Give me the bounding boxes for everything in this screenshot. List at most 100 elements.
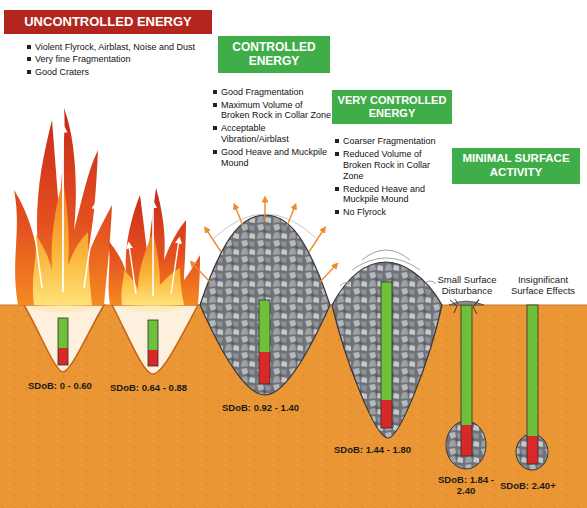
broken-rock [200, 215, 330, 395]
bullet-marker [213, 126, 217, 130]
borehole [58, 282, 538, 464]
borehole [527, 305, 538, 464]
borehole [259, 352, 270, 384]
heave-arrow [192, 263, 210, 282]
borehole [527, 305, 538, 436]
bullet-marker [335, 152, 339, 156]
flyrock-arrow [171, 240, 179, 294]
borehole [58, 348, 68, 365]
flyrock-arrow [152, 204, 154, 296]
crater [24, 305, 104, 372]
bullet-marker [27, 45, 31, 49]
heave-arrow [320, 265, 336, 282]
bullet-text: Reduced Heave and Muckpile Mound [343, 184, 425, 205]
sdob-range: SDoB: 0.92 - 1.40 [222, 402, 299, 413]
heave-arrow [287, 206, 295, 226]
flame [14, 108, 112, 305]
heave-arrow [192, 199, 336, 282]
airblast-wave [340, 250, 436, 286]
borehole [58, 318, 68, 365]
broken-rock [332, 262, 442, 438]
flyrock-arrow [62, 128, 64, 292]
surface-note: Insignificant Surface Effects [503, 274, 583, 297]
bullet-text: Good Fragmentation [221, 87, 304, 97]
borehole [381, 282, 392, 400]
bullet-item: Acceptable Vibration/Airblast [212, 123, 332, 145]
airblast-wave [424, 281, 436, 284]
borehole [148, 320, 158, 366]
bullet-text: Violent Flyrock, Airblast, Noise and Dus… [35, 42, 195, 52]
flame [14, 108, 200, 314]
bullet-marker [335, 187, 339, 191]
bullet-marker [335, 210, 339, 214]
heave-arrow [264, 199, 265, 221]
sdob-range: SDoB: 0.64 - 0.88 [110, 382, 187, 393]
bullet-item: Reduced Heave and Muckpile Mound [334, 184, 448, 206]
borehole [461, 305, 472, 425]
borehole [381, 400, 392, 428]
bullet-marker [213, 150, 217, 154]
sdob-range: SDoB: 1.84 - 2.40 [434, 474, 498, 497]
bullet-item: Reduced Volume of Broken Rock in Collar … [334, 149, 448, 181]
flyrock-arrow [129, 245, 136, 294]
bullet-item: Violent Flyrock, Airblast, Noise and Dus… [26, 42, 208, 53]
heading-text: VERY CONTROLLED ENERGY [335, 94, 449, 120]
heading-text: CONTROLLED ENERGY [221, 40, 327, 69]
bullet-item: Coarser Fragmentation [334, 136, 448, 147]
borehole [527, 436, 538, 464]
bullet-item: Good Craters [26, 67, 208, 78]
broken-rock [446, 421, 486, 469]
borehole [58, 318, 68, 348]
bullet-marker [335, 139, 339, 143]
heave-arrow [214, 214, 316, 238]
flame [108, 188, 200, 305]
borehole [381, 282, 392, 428]
broken-rock [200, 215, 548, 470]
surface-cracks [473, 300, 479, 314]
borehole [461, 305, 472, 456]
bullet-item: No Flyrock [334, 207, 448, 218]
surface-cracks [449, 301, 484, 305]
bullet-text: Reduced Volume of Broken Rock in Collar … [343, 149, 430, 181]
bullet-marker [213, 90, 217, 94]
bullet-marker [27, 57, 31, 61]
bullet-text: No Flyrock [343, 207, 386, 217]
flyrock-arrow [31, 128, 179, 296]
energy-heading: MINIMAL SURFACE ACTIVITY [452, 148, 580, 184]
heave-arrow [309, 229, 324, 252]
energy-heading: UNCONTROLLED ENERGY [4, 10, 212, 34]
surface-cracks [455, 299, 458, 304]
bullet-text: Maximum Volume of Broken Rock in Collar … [221, 100, 331, 121]
sdob-range: SDoB: 0 - 0.60 [28, 380, 92, 391]
heave-arrow [235, 206, 243, 226]
surface-cracks [450, 300, 457, 313]
bullet-item: Good Fragmentation [212, 87, 332, 98]
sdob-range: SDoB: 1.44 - 1.80 [334, 444, 411, 455]
surface-note: Small Surface Disturbance [432, 274, 502, 297]
crater [112, 305, 198, 374]
borehole [148, 320, 158, 350]
airblast-wave [362, 250, 410, 260]
energy-heading: VERY CONTROLLED ENERGY [332, 90, 452, 124]
flyrock-arrow [31, 205, 42, 288]
heave-arrow [206, 229, 221, 252]
borehole [259, 300, 270, 352]
bullet-item: Very fine Fragmentation [26, 54, 208, 65]
borehole [461, 425, 472, 456]
broken-rock [516, 434, 548, 470]
sdob-range: SDoB: 2.40+ [500, 480, 556, 491]
bullet-text: Good Craters [35, 67, 89, 77]
surface-cracks [449, 299, 484, 314]
bullet-text: Very fine Fragmentation [35, 54, 131, 64]
bullet-marker [27, 70, 31, 74]
crater [24, 305, 198, 374]
surface-cracks [475, 299, 479, 304]
energy-heading: CONTROLLED ENERGY [218, 36, 330, 73]
bullet-item: Maximum Volume of Broken Rock in Collar … [212, 100, 332, 122]
airblast-wave [340, 282, 350, 286]
bullet-text: Coarser Fragmentation [343, 136, 436, 146]
heading-text: MINIMAL SURFACE ACTIVITY [455, 152, 577, 180]
flyrock-arrow [84, 205, 96, 288]
bullet-text: Acceptable Vibration/Airblast [221, 123, 289, 144]
